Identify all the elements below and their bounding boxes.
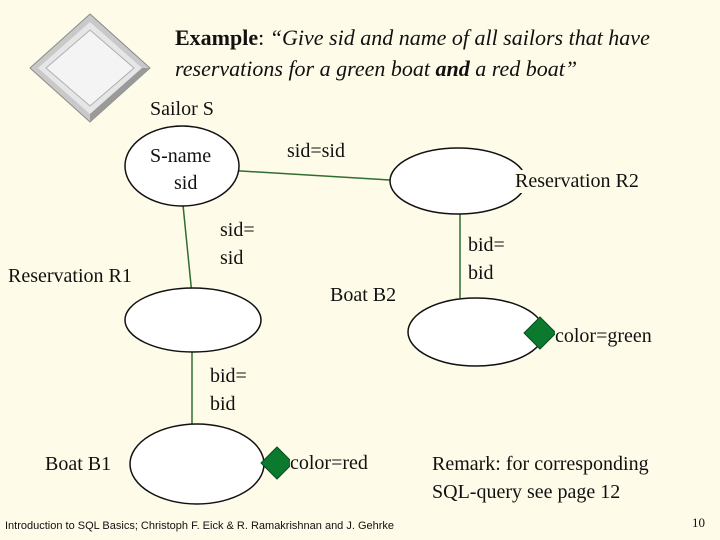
title-keyword: Example bbox=[175, 25, 259, 50]
red-condition-diamond-icon bbox=[260, 446, 294, 480]
remark-note: Remark: for corresponding SQL-query see … bbox=[432, 450, 649, 506]
boat-b1-label: Boat B1 bbox=[45, 453, 112, 476]
join-label-r1-b1-line2: bid bbox=[210, 393, 236, 415]
boat-b2-node bbox=[407, 297, 545, 367]
diamond-logo-icon bbox=[29, 13, 151, 123]
join-label-sailor-r1-line1: sid= bbox=[220, 219, 255, 241]
footer-citation: Introduction to SQL Basics; Christoph F.… bbox=[5, 520, 395, 532]
reservation-r1-label: Reservation R1 bbox=[8, 265, 132, 288]
title-query-and: and bbox=[435, 56, 470, 81]
join-label-r2-b2-line2: bid bbox=[468, 262, 494, 284]
title-query-part2: a red boat” bbox=[469, 56, 578, 81]
sailor-attr-sid: sid bbox=[174, 172, 198, 194]
boat-b1-node bbox=[129, 423, 265, 505]
condition-color-red: color=red bbox=[290, 452, 368, 475]
join-label-sailor-r1-line2: sid bbox=[220, 247, 244, 269]
sailor-attr-sname: S-name bbox=[150, 145, 212, 167]
green-condition-diamond-icon bbox=[523, 316, 557, 350]
remark-line2: SQL-query see page 12 bbox=[432, 481, 621, 503]
remark-line1: Remark: for corresponding bbox=[432, 453, 649, 475]
edge-sailor-r1 bbox=[182, 204, 193, 296]
sailor-label: Sailor S bbox=[150, 98, 214, 121]
sailor-node bbox=[124, 125, 240, 207]
reservation-r2-label: Reservation R2 bbox=[515, 170, 639, 193]
join-label-sailor-r1: sid= sid bbox=[220, 216, 255, 272]
edge-sailor-r2 bbox=[224, 169, 391, 181]
join-label-r2-b2: bid= bid bbox=[468, 231, 505, 287]
boat-b2-label: Boat B2 bbox=[330, 284, 405, 307]
join-label-r1-b1-line1: bid= bbox=[210, 365, 247, 387]
reservation-r2-node bbox=[389, 147, 527, 215]
join-label-sailor-r2: sid=sid bbox=[283, 140, 349, 163]
join-label-r1-b1: bid= bid bbox=[210, 362, 247, 418]
join-label-r2-b2-line1: bid= bbox=[468, 234, 505, 256]
condition-color-green: color=green bbox=[555, 325, 652, 348]
reservation-r1-node bbox=[124, 287, 262, 353]
page-number: 10 bbox=[692, 515, 705, 530]
slide-title: Example: “Give sid and name of all sailo… bbox=[175, 22, 715, 84]
title-colon: : bbox=[258, 25, 270, 50]
title-query-part1: “Give sid and name of all sailors that h… bbox=[175, 25, 650, 81]
